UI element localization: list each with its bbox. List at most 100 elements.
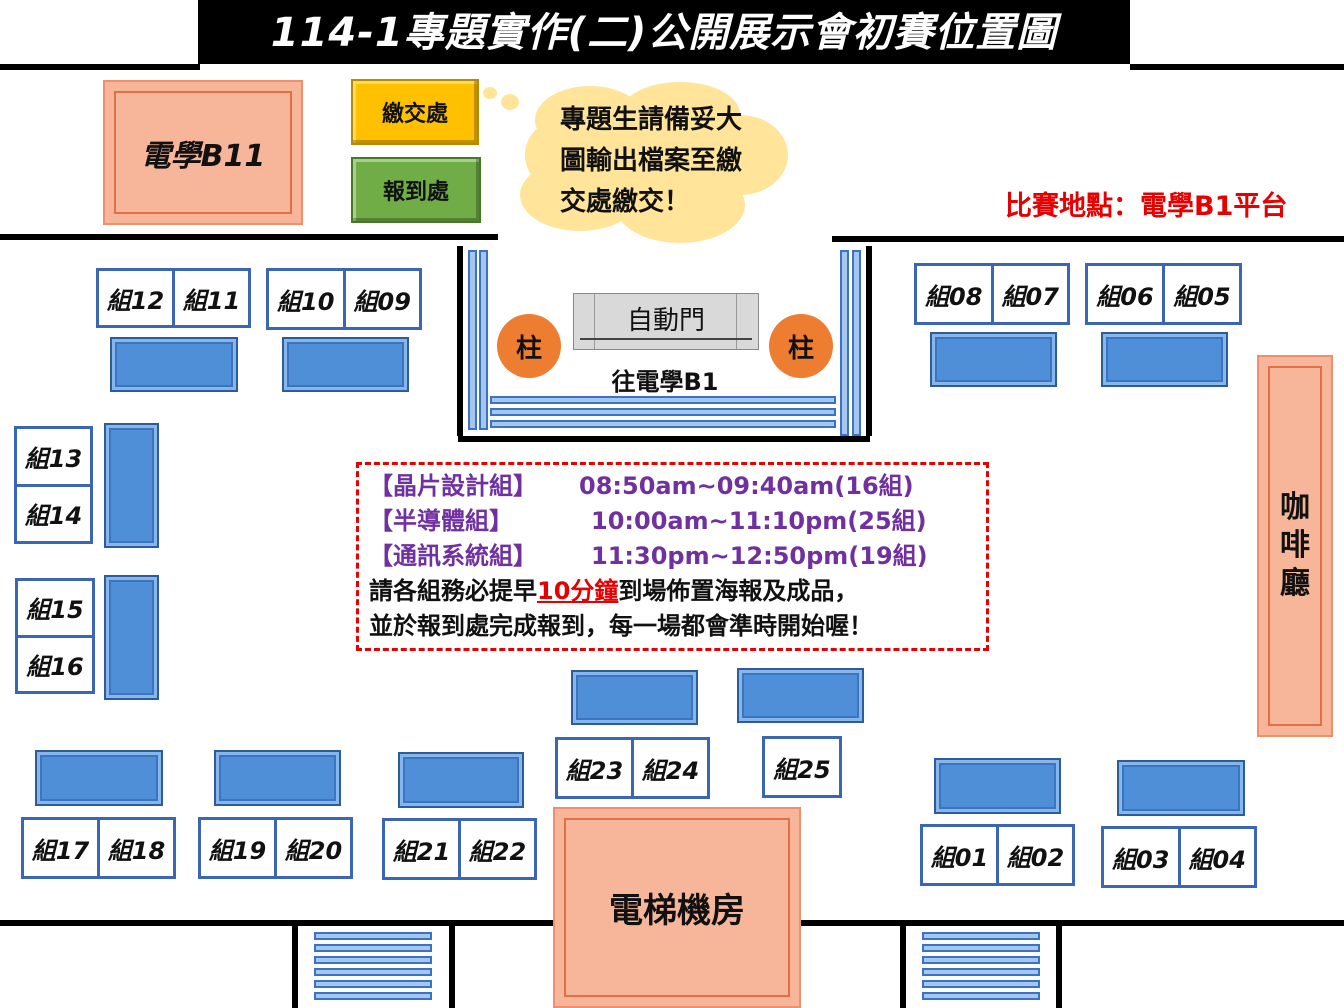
group-label-13-14: 組13 組14	[14, 426, 93, 544]
group-22: 組22	[458, 821, 534, 877]
group-label-08-07: 組08 組07	[914, 263, 1070, 325]
table-19-20	[214, 750, 341, 806]
stairs-left-step-4	[314, 968, 432, 976]
cafe-char-3: 廳	[1280, 566, 1310, 601]
table-23-24	[571, 670, 698, 725]
group-15: 組15	[26, 596, 84, 625]
pillar-left: 柱	[497, 314, 561, 378]
table-03-04	[1117, 760, 1245, 816]
group-label-21-22: 組21 組22	[382, 818, 537, 880]
venue-label: 比賽地點：電學B1平台	[1005, 191, 1288, 222]
stairs-right-step-4	[922, 968, 1040, 976]
room-elevator-label: 電梯機房	[564, 818, 790, 997]
cloud-note-text: 專題生請備妥大 圖輸出檔案至繳 交處繳交！	[560, 100, 790, 223]
group-19: 組19	[208, 836, 267, 865]
group-label-01-02: 組01 組02	[920, 824, 1075, 886]
auto-door-line	[580, 338, 752, 340]
stairs-right	[900, 926, 1062, 1008]
stairs-left-step-6	[314, 992, 432, 1000]
cloud-note-line-2: 圖輸出檔案至繳	[560, 146, 743, 176]
room-cafe: 咖 啡 廳	[1257, 355, 1333, 737]
group-24: 組24	[631, 740, 707, 796]
group-10: 組10	[277, 287, 335, 316]
group-25: 組25	[773, 755, 831, 784]
cloud-note-line-1: 專題生請備妥大	[560, 105, 743, 135]
corridor-wall-left	[457, 246, 463, 436]
to-b1-label: 往電學B1	[611, 368, 719, 396]
corridor-stripe-right-1	[840, 250, 849, 436]
group-label-10-09: 組10 組09	[266, 268, 422, 330]
stairs-right-step-3	[922, 956, 1040, 964]
auto-door-label: 自動門	[626, 306, 705, 336]
group-13: 組13	[24, 444, 83, 473]
stairs-left-step-2	[314, 944, 432, 952]
top-wall-left	[0, 64, 200, 70]
schedule-row-2-time: 10:00am~11:10pm(25組)	[591, 507, 927, 535]
schedule-box: 【晶片設計組】08:50am~09:40am(16組) 【半導體組】10:00a…	[356, 462, 989, 651]
group-04: 組04	[1177, 829, 1255, 885]
schedule-row-3: 【通訊系統組】 11:30pm~12:50pm(19組)	[369, 539, 976, 574]
group-label-19-20: 組19 組20	[198, 817, 353, 879]
table-21-22	[398, 752, 524, 808]
group-17: 組17	[31, 836, 90, 865]
table-12-11	[110, 337, 238, 392]
mid-wall-right	[832, 236, 1344, 242]
page-title: 114-1專題實作(二)公開展示會初賽位置圖	[198, 0, 1130, 64]
group-label-12-11: 組12 組11	[96, 268, 251, 328]
corridor-stripe-h-2	[490, 408, 836, 416]
group-02: 組02	[996, 827, 1072, 883]
room-ee-b11-label: 電學B11	[114, 91, 292, 214]
group-23: 組23	[565, 756, 624, 785]
stairs-right-step-2	[922, 944, 1040, 952]
mid-wall-left	[0, 234, 498, 240]
room-elevator: 電梯機房	[553, 807, 801, 1008]
note-cloud	[483, 82, 788, 243]
group-01: 組01	[930, 843, 989, 872]
group-03: 組03	[1112, 845, 1170, 874]
table-15-16	[104, 575, 159, 700]
table-25	[737, 668, 864, 723]
group-11: 組11	[172, 271, 248, 325]
table-06-05	[1101, 332, 1228, 387]
group-label-15-16: 組15 組16	[15, 578, 95, 694]
stairs-right-step-1	[922, 932, 1040, 940]
group-21: 組21	[392, 837, 451, 866]
group-07: 組07	[990, 266, 1068, 322]
auto-door: 自動門	[573, 293, 759, 350]
schedule-note-1: 請各組務必提早10分鐘到場佈置海報及成品，	[369, 574, 976, 609]
cafe-char-1: 咖	[1280, 490, 1310, 525]
group-14: 組14	[17, 483, 90, 542]
corridor-wall-bottom	[458, 436, 870, 442]
schedule-row-2-group: 【半導體組】	[369, 507, 513, 535]
top-wall-right	[1130, 64, 1344, 70]
table-13-14	[104, 423, 159, 548]
submission-desk: 繳交處	[351, 79, 479, 145]
schedule-note-1-after: 到場佈置海報及成品，	[618, 577, 859, 605]
auto-door-divider-right	[736, 294, 737, 349]
group-label-03-04: 組03 組04	[1101, 826, 1257, 888]
corridor-wall-right	[866, 246, 872, 436]
cloud-note-line-3: 交處繳交！	[560, 187, 691, 217]
group-16: 組16	[18, 634, 92, 692]
group-05: 組05	[1162, 266, 1239, 322]
stairs-right-step-6	[922, 992, 1040, 1000]
auto-door-divider-left	[594, 294, 595, 349]
checkin-desk: 報到處	[351, 157, 481, 223]
schedule-note-2: 並於報到處完成報到，每一場都會準時開始喔！	[369, 612, 873, 640]
corridor-stripe-h-1	[490, 396, 836, 404]
table-08-07	[930, 332, 1057, 387]
schedule-note-highlight: 10分鐘	[537, 577, 619, 605]
group-06: 組06	[1096, 282, 1154, 311]
schedule-row-3-group: 【通訊系統組】	[369, 542, 537, 570]
table-01-02	[934, 758, 1061, 814]
schedule-row-1-group: 【晶片設計組】	[369, 472, 537, 500]
cafe-char-2: 啡	[1280, 528, 1310, 563]
corridor-stripe-left-1	[468, 250, 477, 430]
group-label-17-18: 組17 組18	[21, 817, 176, 879]
group-18: 組18	[97, 820, 173, 876]
schedule-note-1-before: 請各組務必提早	[369, 577, 537, 605]
group-09: 組09	[342, 271, 420, 327]
room-ee-b11: 電學B11	[103, 80, 303, 225]
table-17-18	[35, 750, 163, 806]
schedule-row-3-time: 11:30pm~12:50pm(19組)	[591, 542, 928, 570]
